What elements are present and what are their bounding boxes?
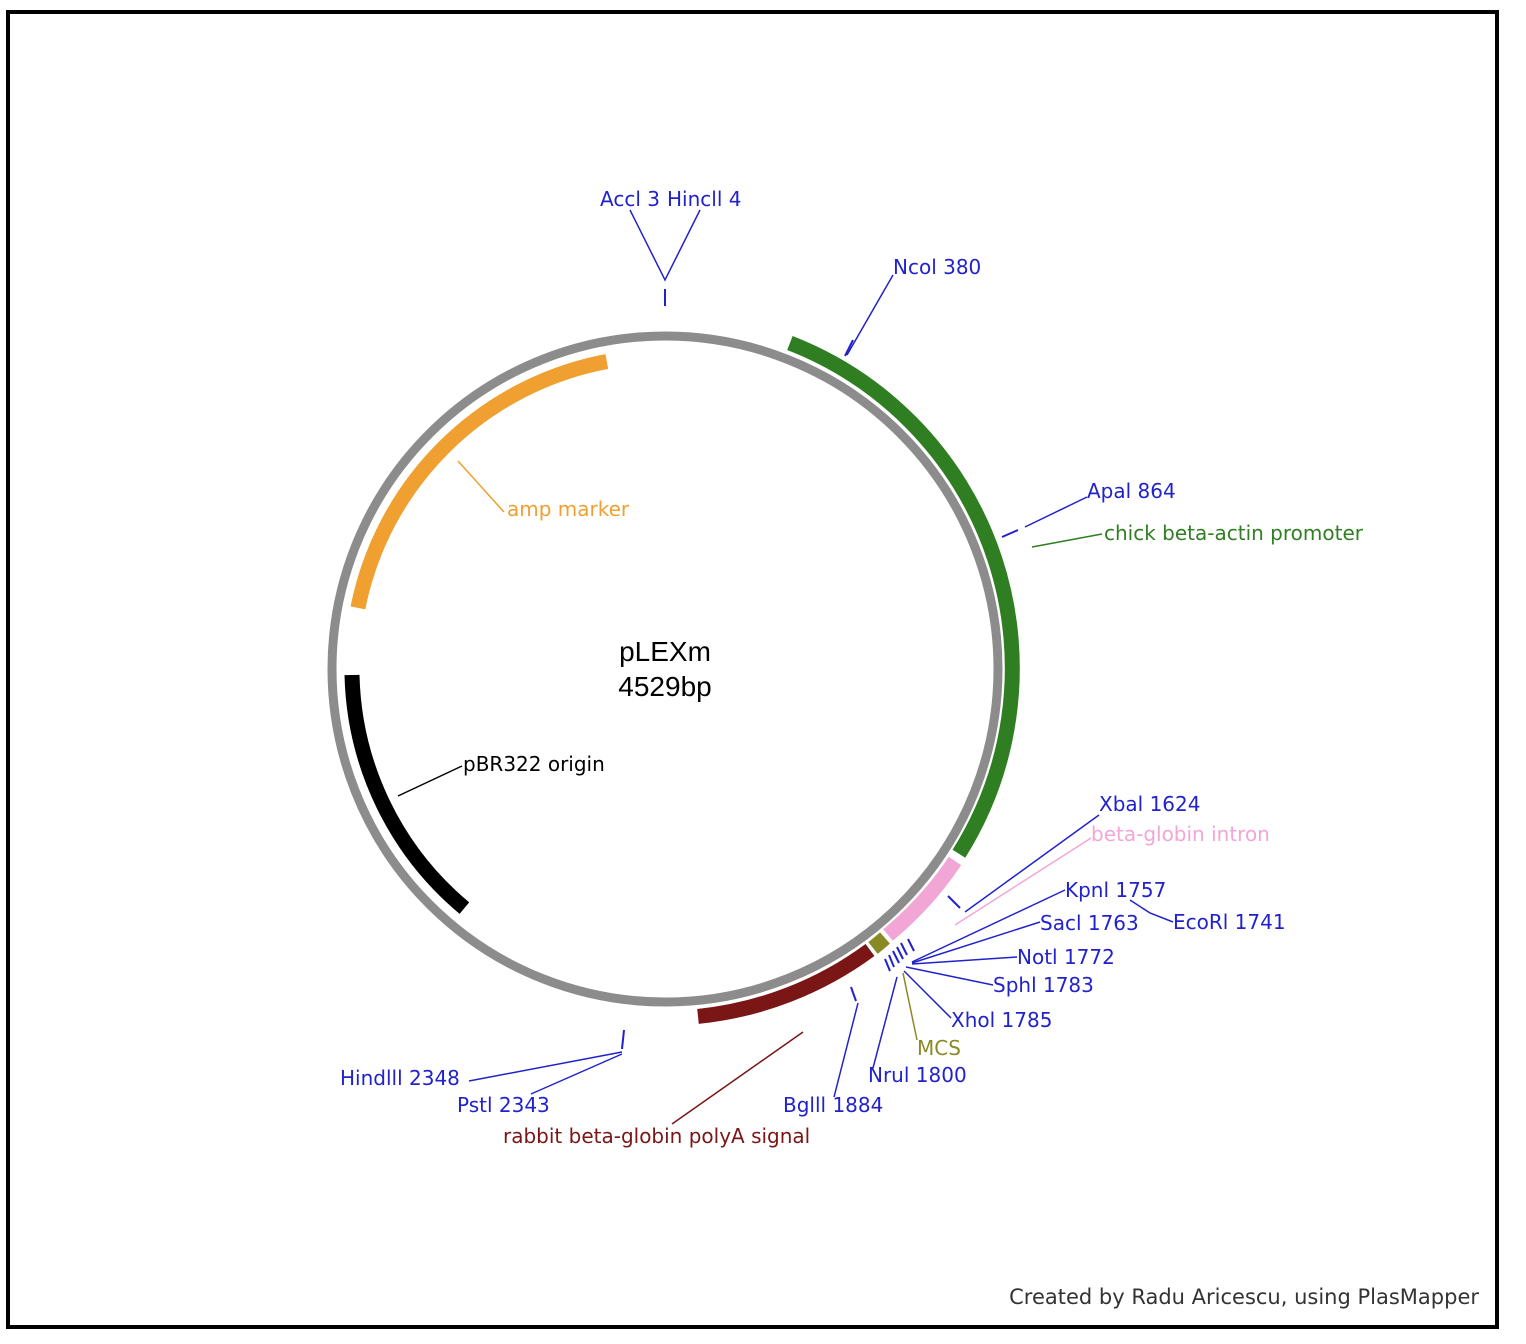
leader-amp [457, 460, 505, 513]
feature-label-promoter: chick beta-actin promoter [1104, 521, 1364, 545]
feature-arc-mcs [868, 932, 890, 954]
leader-intron [954, 837, 1092, 926]
site-leaders [468, 209, 1174, 1098]
site-label-hincll: Hincll 4 [667, 187, 741, 211]
feature-arc-amp [350, 354, 609, 610]
site-label-ecori: EcoRl 1741 [1173, 910, 1286, 934]
plasmid-backbone [327, 331, 1003, 1007]
feature-label-polyA: rabbit beta-globin polyA signal [503, 1124, 810, 1148]
feature-label-intron: beta-globin intron [1091, 822, 1270, 846]
plasmid-name: pLEXm [619, 636, 711, 667]
site-label-ncol: Ncol 380 [893, 255, 981, 279]
site-ticks [621, 289, 1019, 1050]
feature-arc-origin [344, 674, 470, 914]
feature-label-mcs: MCS [917, 1036, 961, 1060]
site-label-accl: Accl 3 [600, 187, 660, 211]
site-label-sphl: Sphl 1783 [993, 973, 1094, 997]
feature-arc-intron [883, 856, 962, 941]
site-label-bglll: Bglll 1884 [783, 1093, 883, 1117]
leader-promoter [1031, 533, 1103, 548]
site-label-xbal: Xbal 1624 [1099, 792, 1200, 816]
site-label-nrul: Nrul 1800 [868, 1063, 967, 1087]
leader-polyA [671, 1031, 804, 1125]
plasmid-size: 4529bp [618, 671, 711, 702]
site-label-notl: Notl 1772 [1017, 945, 1115, 969]
site-label-sacl: Sacl 1763 [1040, 911, 1139, 935]
feature-label-amp: amp marker [507, 497, 630, 521]
site-label-xhol: Xhol 1785 [951, 1008, 1052, 1032]
leader-mcs [902, 972, 918, 1041]
feature-arc-promoter [787, 336, 1020, 858]
map-frame [6, 10, 1499, 1329]
credit-text: Created by Radu Aricescu, using PlasMapp… [1009, 1285, 1479, 1309]
site-label-kpnl: Kpnl 1757 [1065, 878, 1166, 902]
feature-label-origin: pBR322 origin [463, 752, 605, 776]
site-label-pstl: Pstl 2343 [457, 1093, 550, 1117]
feature-arc-polyA [697, 943, 875, 1024]
site-label-hindlll: Hindlll 2348 [340, 1066, 460, 1090]
leader-origin [397, 765, 463, 797]
site-label-apal: Apal 864 [1087, 479, 1176, 503]
site-labels: Accl 3 Hincll 4 Ncol 380 Apal 864 Xbal 1… [340, 187, 1286, 1117]
